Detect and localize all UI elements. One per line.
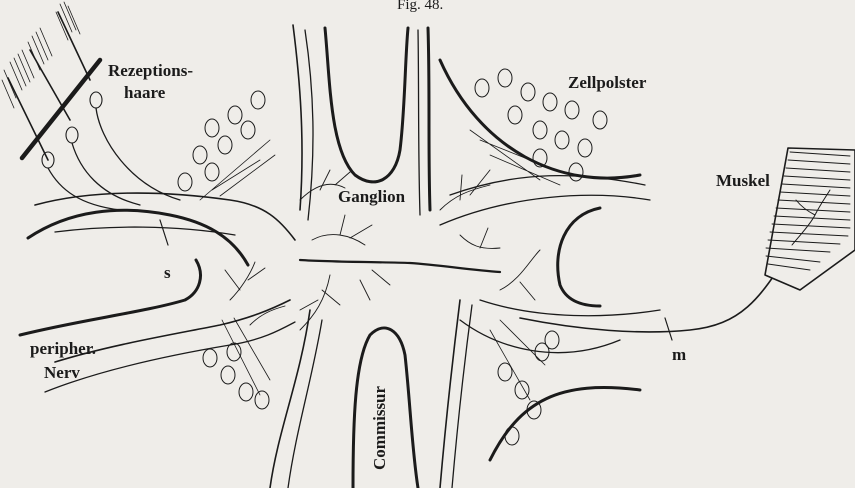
right-c-outline	[558, 208, 600, 306]
nerve-outline-lower-left	[20, 260, 200, 335]
receptor-hairs	[2, 2, 100, 160]
label-zellpolster: Zellpolster	[568, 74, 646, 91]
label-s: s	[164, 264, 171, 281]
nerve-tract-lower-right-1	[480, 300, 660, 316]
channel-bottom-left-inner	[288, 320, 322, 488]
s-tick	[160, 220, 168, 245]
label-peripher-1: peripher.	[30, 340, 96, 357]
label-ganglion: Ganglion	[338, 188, 405, 205]
label-peripher-2: Nerv	[44, 364, 80, 381]
label-muskel: Muskel	[716, 172, 770, 189]
cell-cluster-lower-left	[203, 318, 270, 409]
channel-bottom-left-outer	[270, 310, 310, 488]
m-tick	[665, 318, 672, 340]
channel-top-right-inner	[418, 30, 420, 215]
nerve-outline-lower-right	[490, 388, 640, 460]
nerve-outline-upper-left	[28, 210, 248, 265]
top-u-outline	[325, 28, 408, 182]
channel-top-right-outer	[428, 28, 430, 210]
channel-bottom-right-inner	[452, 305, 472, 488]
label-m: m	[672, 346, 686, 363]
central-fiber	[300, 260, 500, 272]
figure-caption: Fig. 48.	[397, 0, 443, 13]
nerve-tract-lower-right-2	[460, 320, 620, 353]
label-rezeptionshaare-1: Rezeptions-	[108, 62, 193, 79]
nerve-tract-upper-right-2	[440, 195, 650, 225]
channel-top-left-outer	[293, 25, 302, 210]
label-rezeptionshaare-2: haare	[124, 84, 165, 101]
muskel-block	[765, 148, 855, 290]
cell-cluster-left	[178, 91, 275, 200]
label-commissur: Commissur	[371, 386, 388, 470]
cell-cluster-lower-right	[490, 320, 559, 445]
channel-bottom-right-outer	[440, 300, 460, 488]
channel-top-left-inner	[305, 30, 313, 220]
motor-nerve-m	[520, 250, 790, 332]
